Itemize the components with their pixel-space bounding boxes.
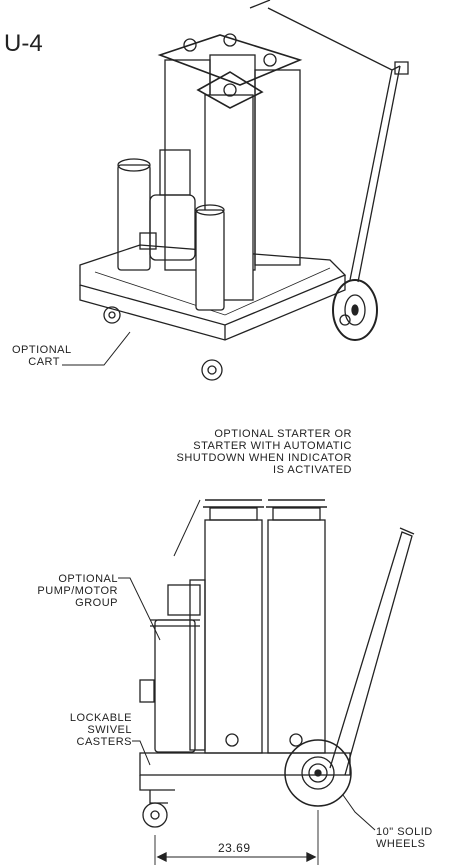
callout-pump-motor: OPTIONAL PUMP/MOTOR GROUP bbox=[18, 573, 118, 609]
callout-line: WHEELS bbox=[376, 838, 426, 850]
callout-line: LOCKABLE bbox=[69, 712, 132, 724]
callout-line: OPTIONAL bbox=[58, 573, 118, 585]
callout-wheels: 10" SOLID WHEELS bbox=[376, 826, 456, 850]
callout-line: CASTERS bbox=[76, 736, 132, 748]
callout-line: CART bbox=[28, 356, 60, 368]
side-view bbox=[118, 499, 415, 865]
callout-cart: OPTIONAL CART bbox=[12, 344, 72, 368]
isometric-view bbox=[62, 0, 409, 381]
callout-line: IS ACTIVATED bbox=[273, 464, 352, 476]
dimension-label: 23.69 bbox=[218, 841, 251, 855]
callout-line: SWIVEL bbox=[87, 724, 132, 736]
callout-line: 10" SOLID bbox=[376, 826, 433, 838]
figure-title: U-4 bbox=[4, 30, 43, 57]
callout-line: GROUP bbox=[75, 597, 118, 609]
callout-starter: OPTIONAL STARTER OR STARTER WITH AUTOMAT… bbox=[170, 428, 352, 476]
callout-casters: LOCKABLE SWIVEL CASTERS bbox=[22, 712, 132, 748]
callout-line: OPTIONAL bbox=[12, 344, 72, 356]
callout-line: SHUTDOWN WHEN INDICATOR bbox=[176, 452, 352, 464]
callout-line: PUMP/MOTOR bbox=[37, 585, 118, 597]
callout-line: OPTIONAL STARTER OR bbox=[214, 428, 352, 440]
callout-line: STARTER WITH AUTOMATIC bbox=[193, 440, 352, 452]
